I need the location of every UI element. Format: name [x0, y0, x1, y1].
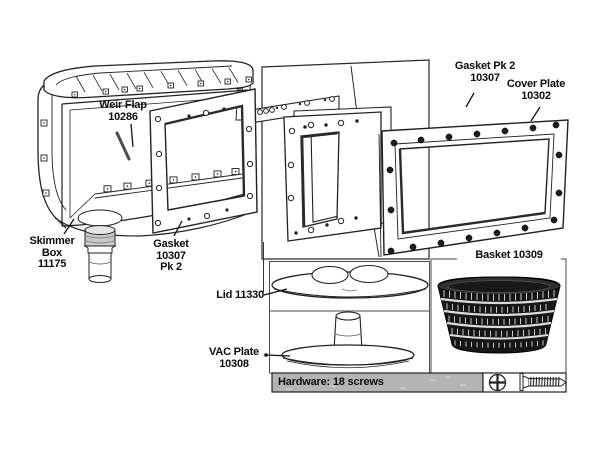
label-gasket-right: Gasket Pk 2 10307: [454, 60, 516, 84]
basket-drawing: [437, 276, 561, 354]
label-weir-flap: Weir Flap 10286: [99, 99, 147, 123]
screw-side-icon: [519, 373, 567, 391]
label-cover-plate: Cover Plate 10302: [506, 78, 566, 102]
label-skimmer-box: Skimmer Box 11175: [29, 235, 75, 270]
vac-plate-drawing: [281, 311, 415, 369]
phillips-screw-head-icon: [488, 373, 507, 392]
skimmer-box-drawing: [37, 60, 254, 237]
lid-drawing: [271, 264, 429, 299]
gasket-pack-drawing: [283, 106, 392, 242]
label-gasket-left: Gasket 10307 Pk 2: [153, 238, 189, 273]
label-vac-plate: VAC Plate 10308: [209, 346, 259, 370]
gasket-left-drawing: [149, 88, 258, 234]
pipe-fitting-drawing: [77, 209, 123, 283]
label-lid: Lid 11330: [216, 289, 264, 301]
label-basket: Basket 10309: [457, 249, 561, 262]
leader-lines: [63, 92, 541, 357]
hardware-label: Hardware: 18 screws: [278, 376, 384, 388]
hardware-bar: [271, 372, 567, 393]
cover-plate-drawing: [378, 119, 569, 258]
weir-flap-stroke: [115, 131, 131, 161]
